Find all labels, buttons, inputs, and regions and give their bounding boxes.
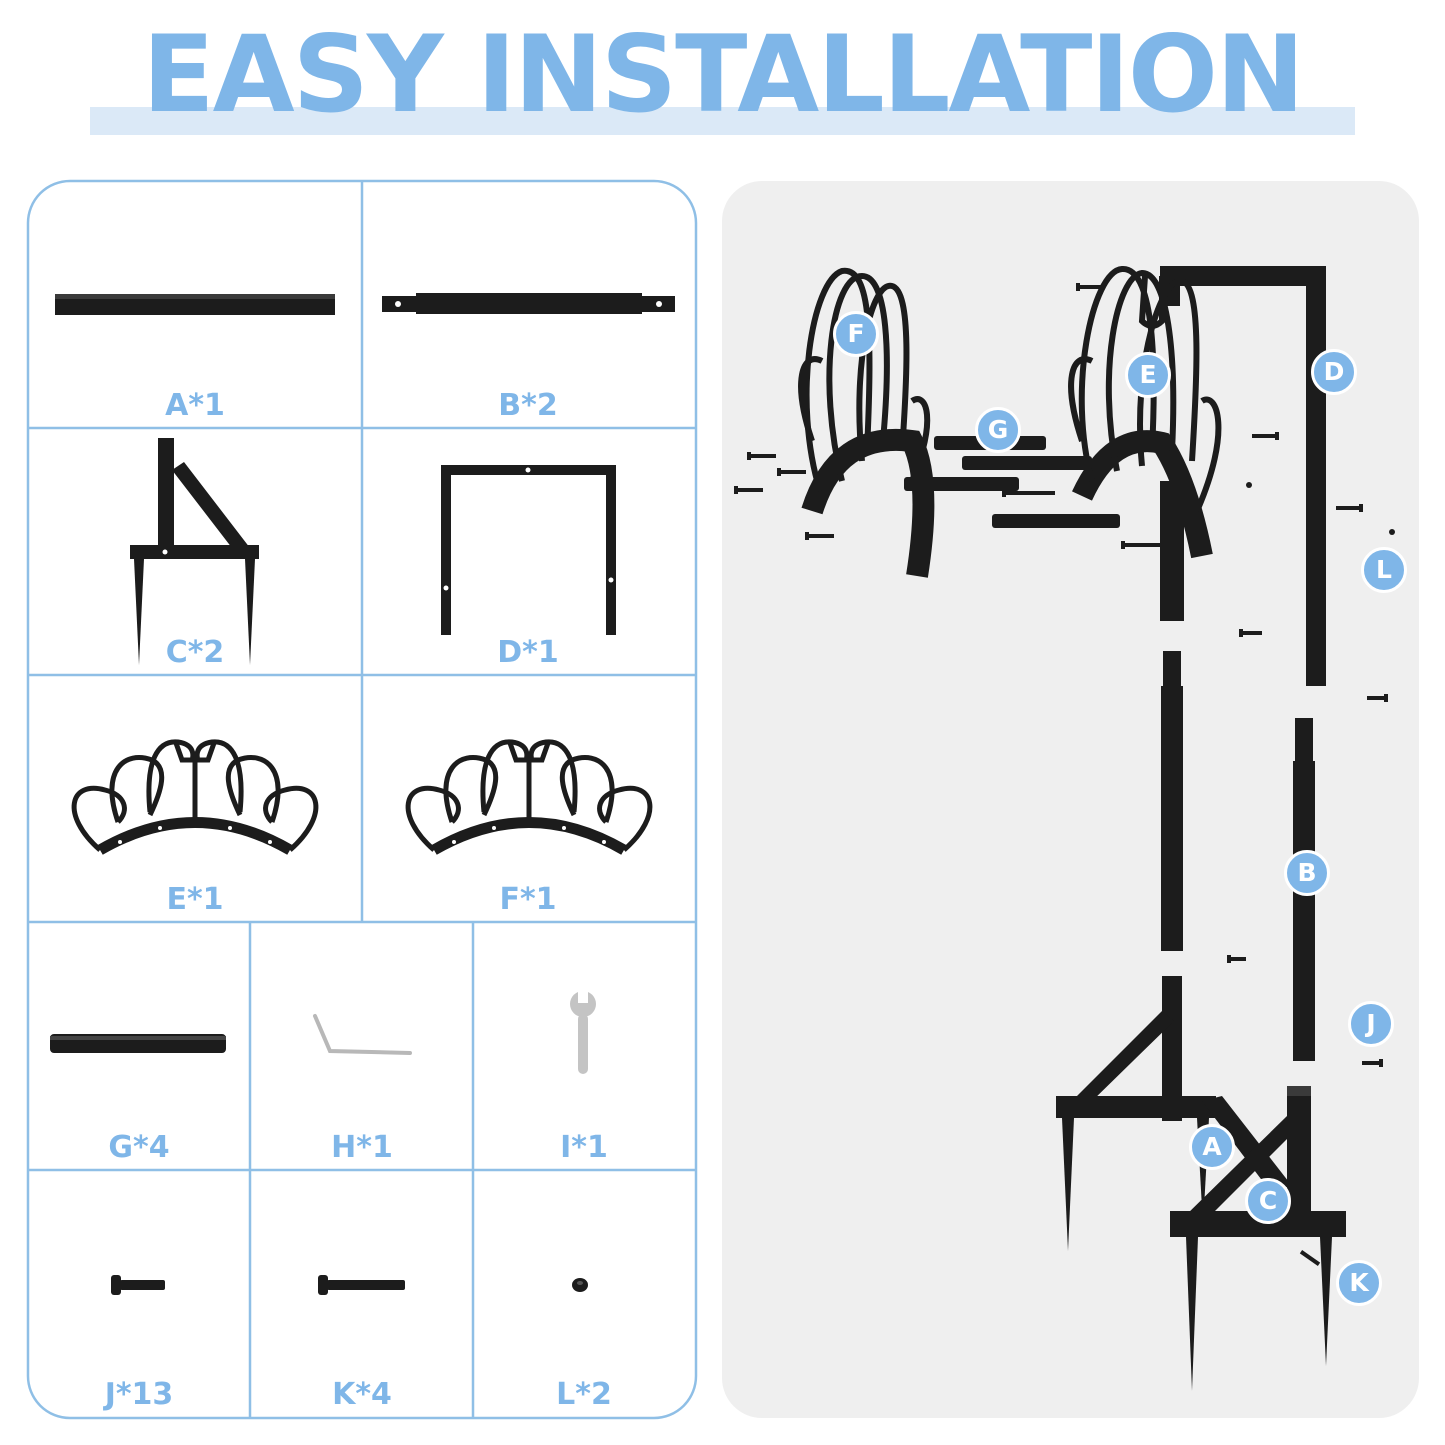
part-k-bolt-image xyxy=(318,1275,405,1295)
assembly-part-c-left xyxy=(1056,976,1216,1251)
part-label-c: C*2 xyxy=(165,635,225,670)
part-label-l: L*2 xyxy=(556,1377,612,1412)
callout-e: E xyxy=(1125,352,1171,398)
part-label-f: F*1 xyxy=(499,882,557,917)
assembly-part-f xyxy=(798,267,935,578)
callout-a: A xyxy=(1189,1124,1235,1170)
part-f-holder-rivets xyxy=(452,826,606,844)
assembly-part-c-right xyxy=(1170,1086,1346,1391)
part-label-h: H*1 xyxy=(331,1130,393,1165)
assembly-tube-opening xyxy=(1287,1086,1311,1096)
part-label-k: K*4 xyxy=(332,1377,392,1412)
part-label-j: J*13 xyxy=(104,1377,174,1412)
part-h-hexkey-image xyxy=(313,1014,412,1055)
assembly-part-e xyxy=(1068,266,1222,559)
part-label-d: D*1 xyxy=(497,635,559,670)
part-e-holder-image xyxy=(71,739,319,855)
part-d-frame-image xyxy=(441,465,616,635)
title-area: EASY INSTALLATION xyxy=(0,0,1445,160)
part-label-e: E*1 xyxy=(166,882,224,917)
callout-c: C xyxy=(1245,1178,1291,1224)
parts-grid-lines xyxy=(28,181,696,1418)
parts-grid-frame xyxy=(26,179,698,1420)
part-i-wrench-image xyxy=(570,991,596,1074)
callout-f: F xyxy=(833,311,879,357)
assembly-part-b xyxy=(1161,651,1315,1061)
part-label-i: I*1 xyxy=(560,1130,608,1165)
part-c-stake-image xyxy=(130,438,259,665)
assembly-part-a xyxy=(1202,1096,1292,1191)
part-label-a: A*1 xyxy=(165,388,225,423)
callout-k: K xyxy=(1336,1260,1382,1306)
assembly-screws xyxy=(734,283,1395,1067)
part-b-bar-image xyxy=(382,293,675,314)
part-j-bolt-image xyxy=(111,1275,165,1295)
callout-j: J xyxy=(1348,1001,1394,1047)
part-l-nut-image xyxy=(572,1278,588,1292)
callout-l: L xyxy=(1361,547,1407,593)
callout-d: D xyxy=(1311,349,1357,395)
part-e-holder-rivets xyxy=(118,826,272,844)
title-underline-band xyxy=(90,107,1355,135)
part-f-holder-image xyxy=(405,739,653,855)
assembly-post-upper xyxy=(1160,481,1184,621)
callout-b: B xyxy=(1284,850,1330,896)
part-g-bar-image xyxy=(50,1034,226,1053)
assembly-panel: F E D G L B J A C K xyxy=(722,181,1419,1418)
page-title: EASY INSTALLATION xyxy=(142,13,1305,136)
part-a-tube-image xyxy=(55,294,335,315)
callout-g: G xyxy=(975,407,1021,453)
part-label-b: B*2 xyxy=(498,388,558,423)
part-label-g: G*4 xyxy=(108,1130,170,1165)
